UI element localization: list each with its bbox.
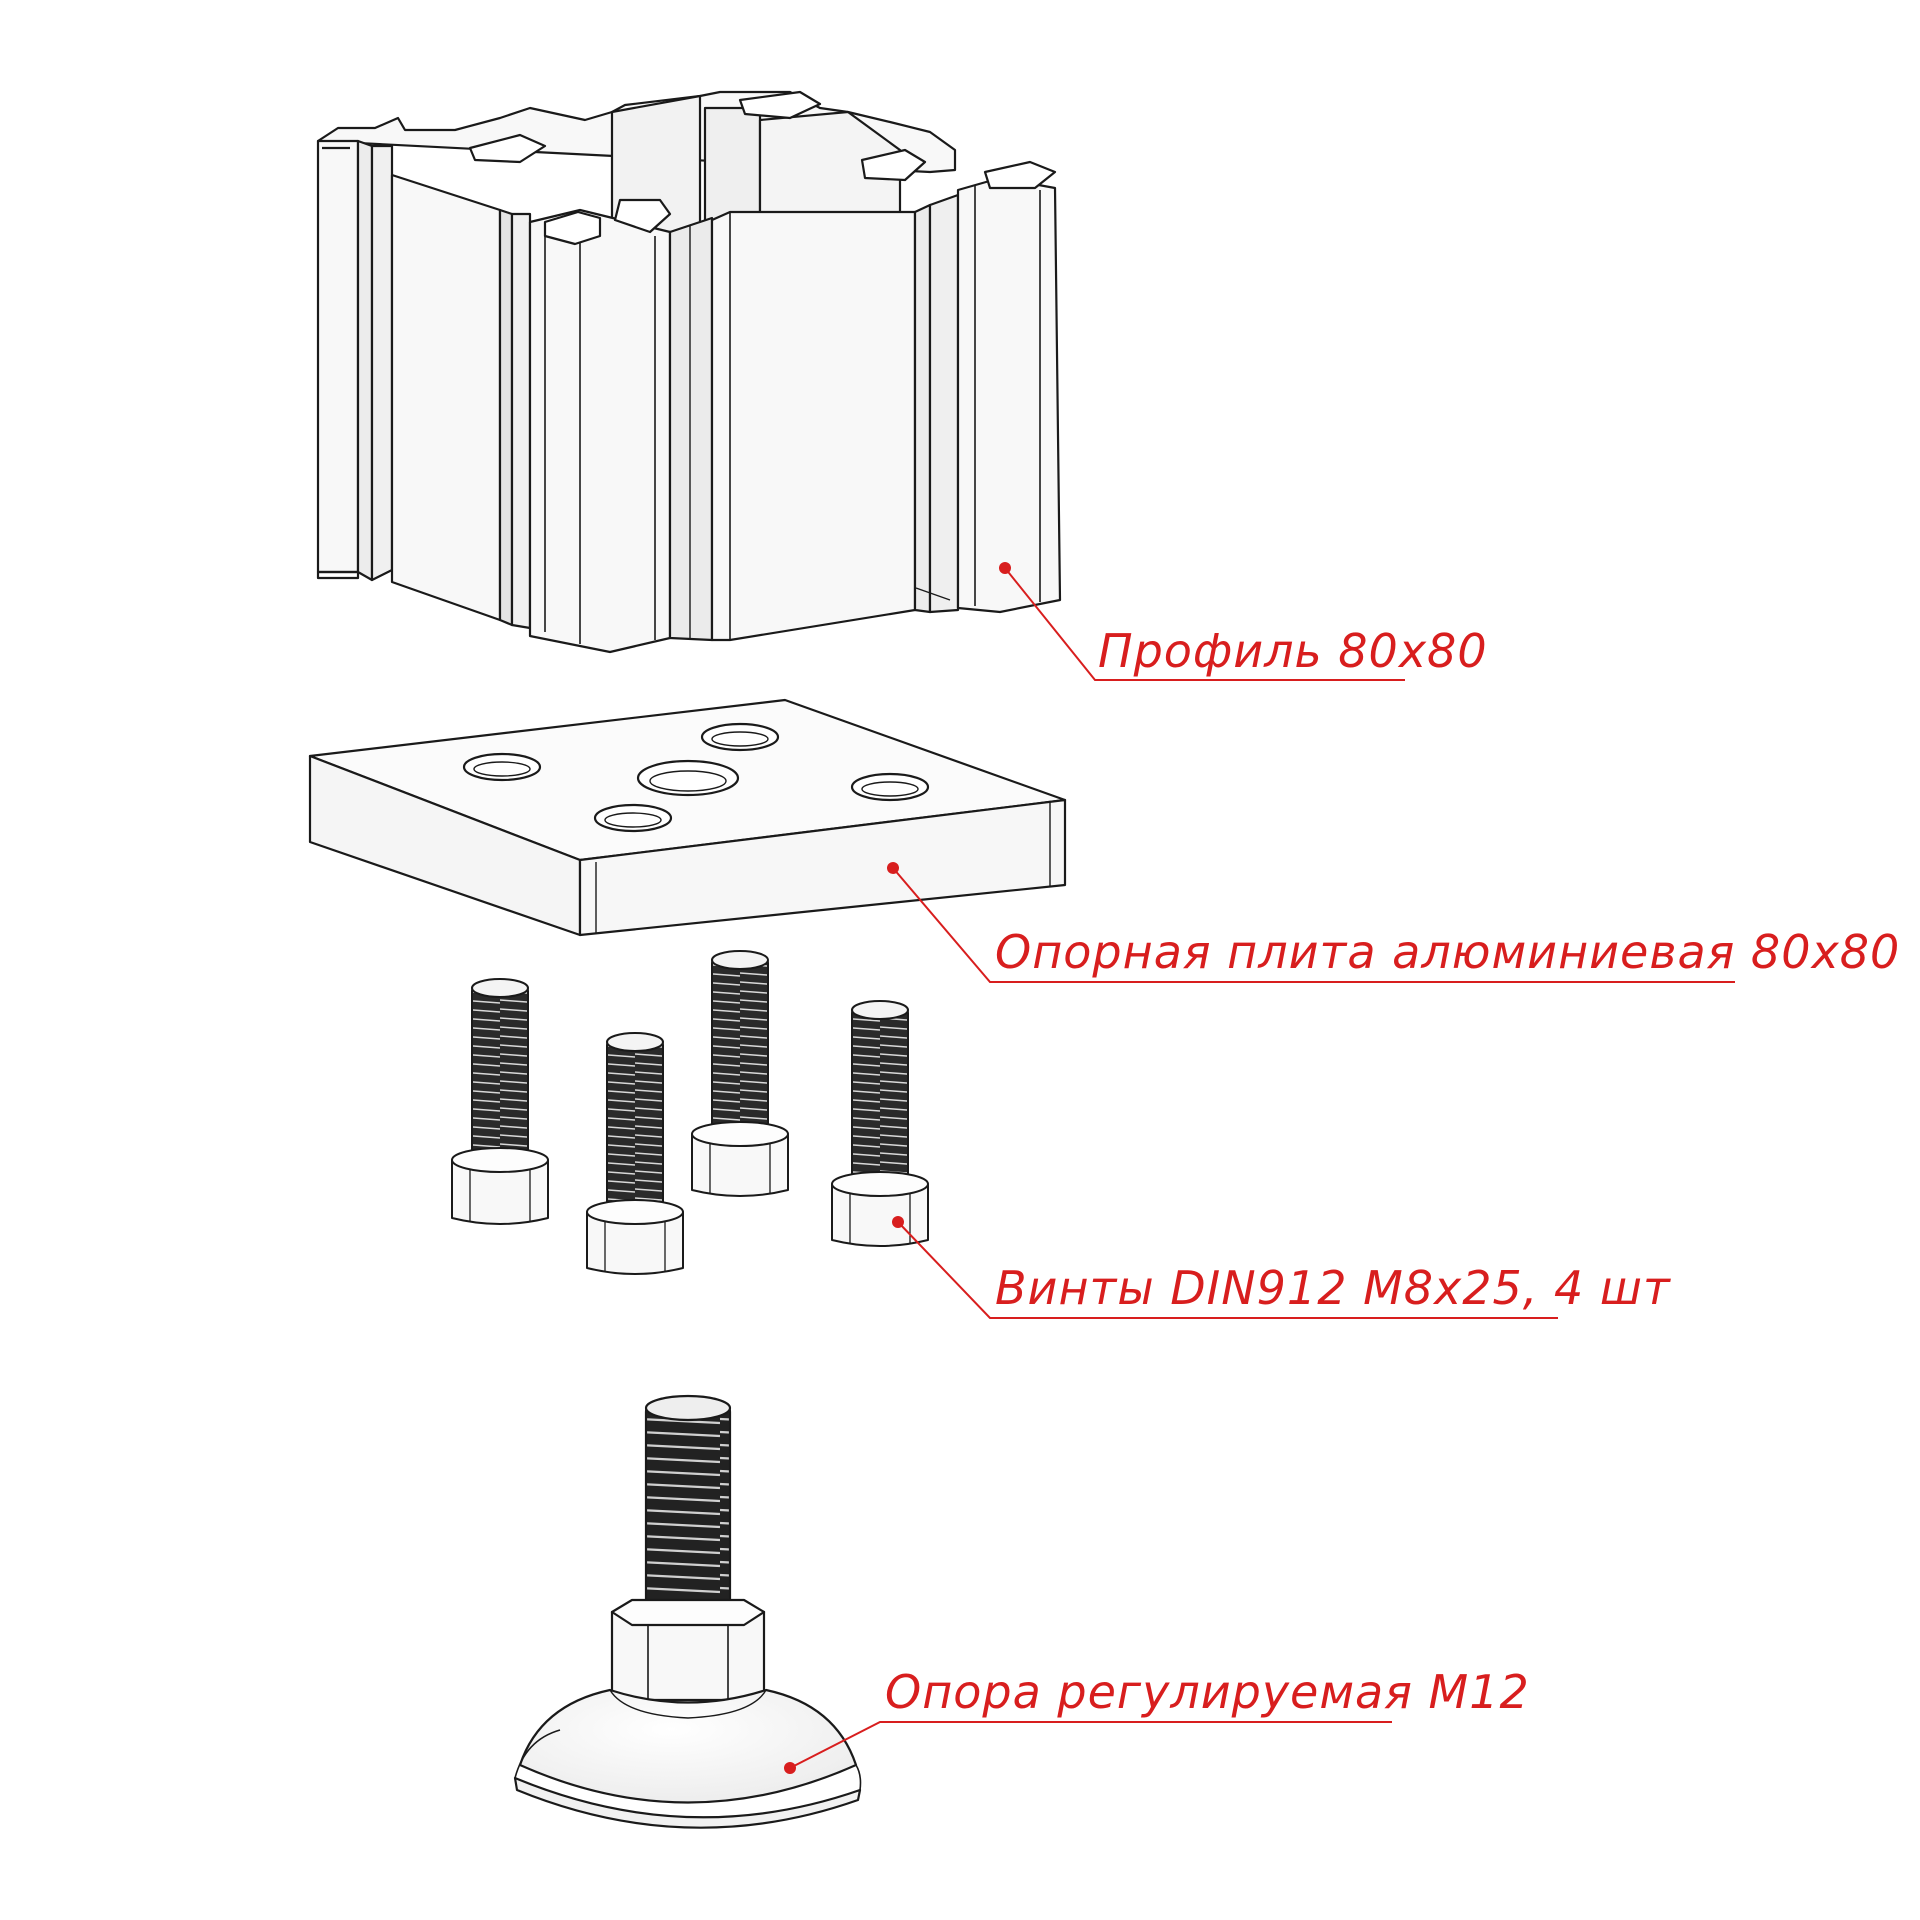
callout-4: Опора регулируемая M12 [784,1665,1530,1774]
screw-4 [831,1000,929,1247]
callout-label: Опора регулируемая M12 [885,1665,1530,1719]
screw-3 [691,950,789,1197]
callout-1: Профиль 80x80 [999,562,1488,681]
leader-line [892,867,1735,983]
adjustable-foot [513,1394,862,1829]
support-plate [308,698,1067,937]
screw-1 [451,978,549,1225]
screw-2 [586,1032,684,1275]
leader-line [1004,567,1405,681]
callout-3: Винты DIN912 M8x25, 4 шт [892,1216,1671,1319]
callout-label: Винты DIN912 M8x25, 4 шт [995,1261,1671,1315]
leader-line [897,1221,1558,1319]
plate-hole-center [636,759,740,797]
aluminum-profile [316,90,1062,654]
callout-label: Опорная плита алюминиевая 80x80 [995,925,1900,979]
callout-label: Профиль 80x80 [1098,624,1488,678]
leader-line [789,1721,1392,1769]
callout-2: Опорная плита алюминиевая 80x80 [887,862,1900,983]
screws-group [451,950,929,1275]
